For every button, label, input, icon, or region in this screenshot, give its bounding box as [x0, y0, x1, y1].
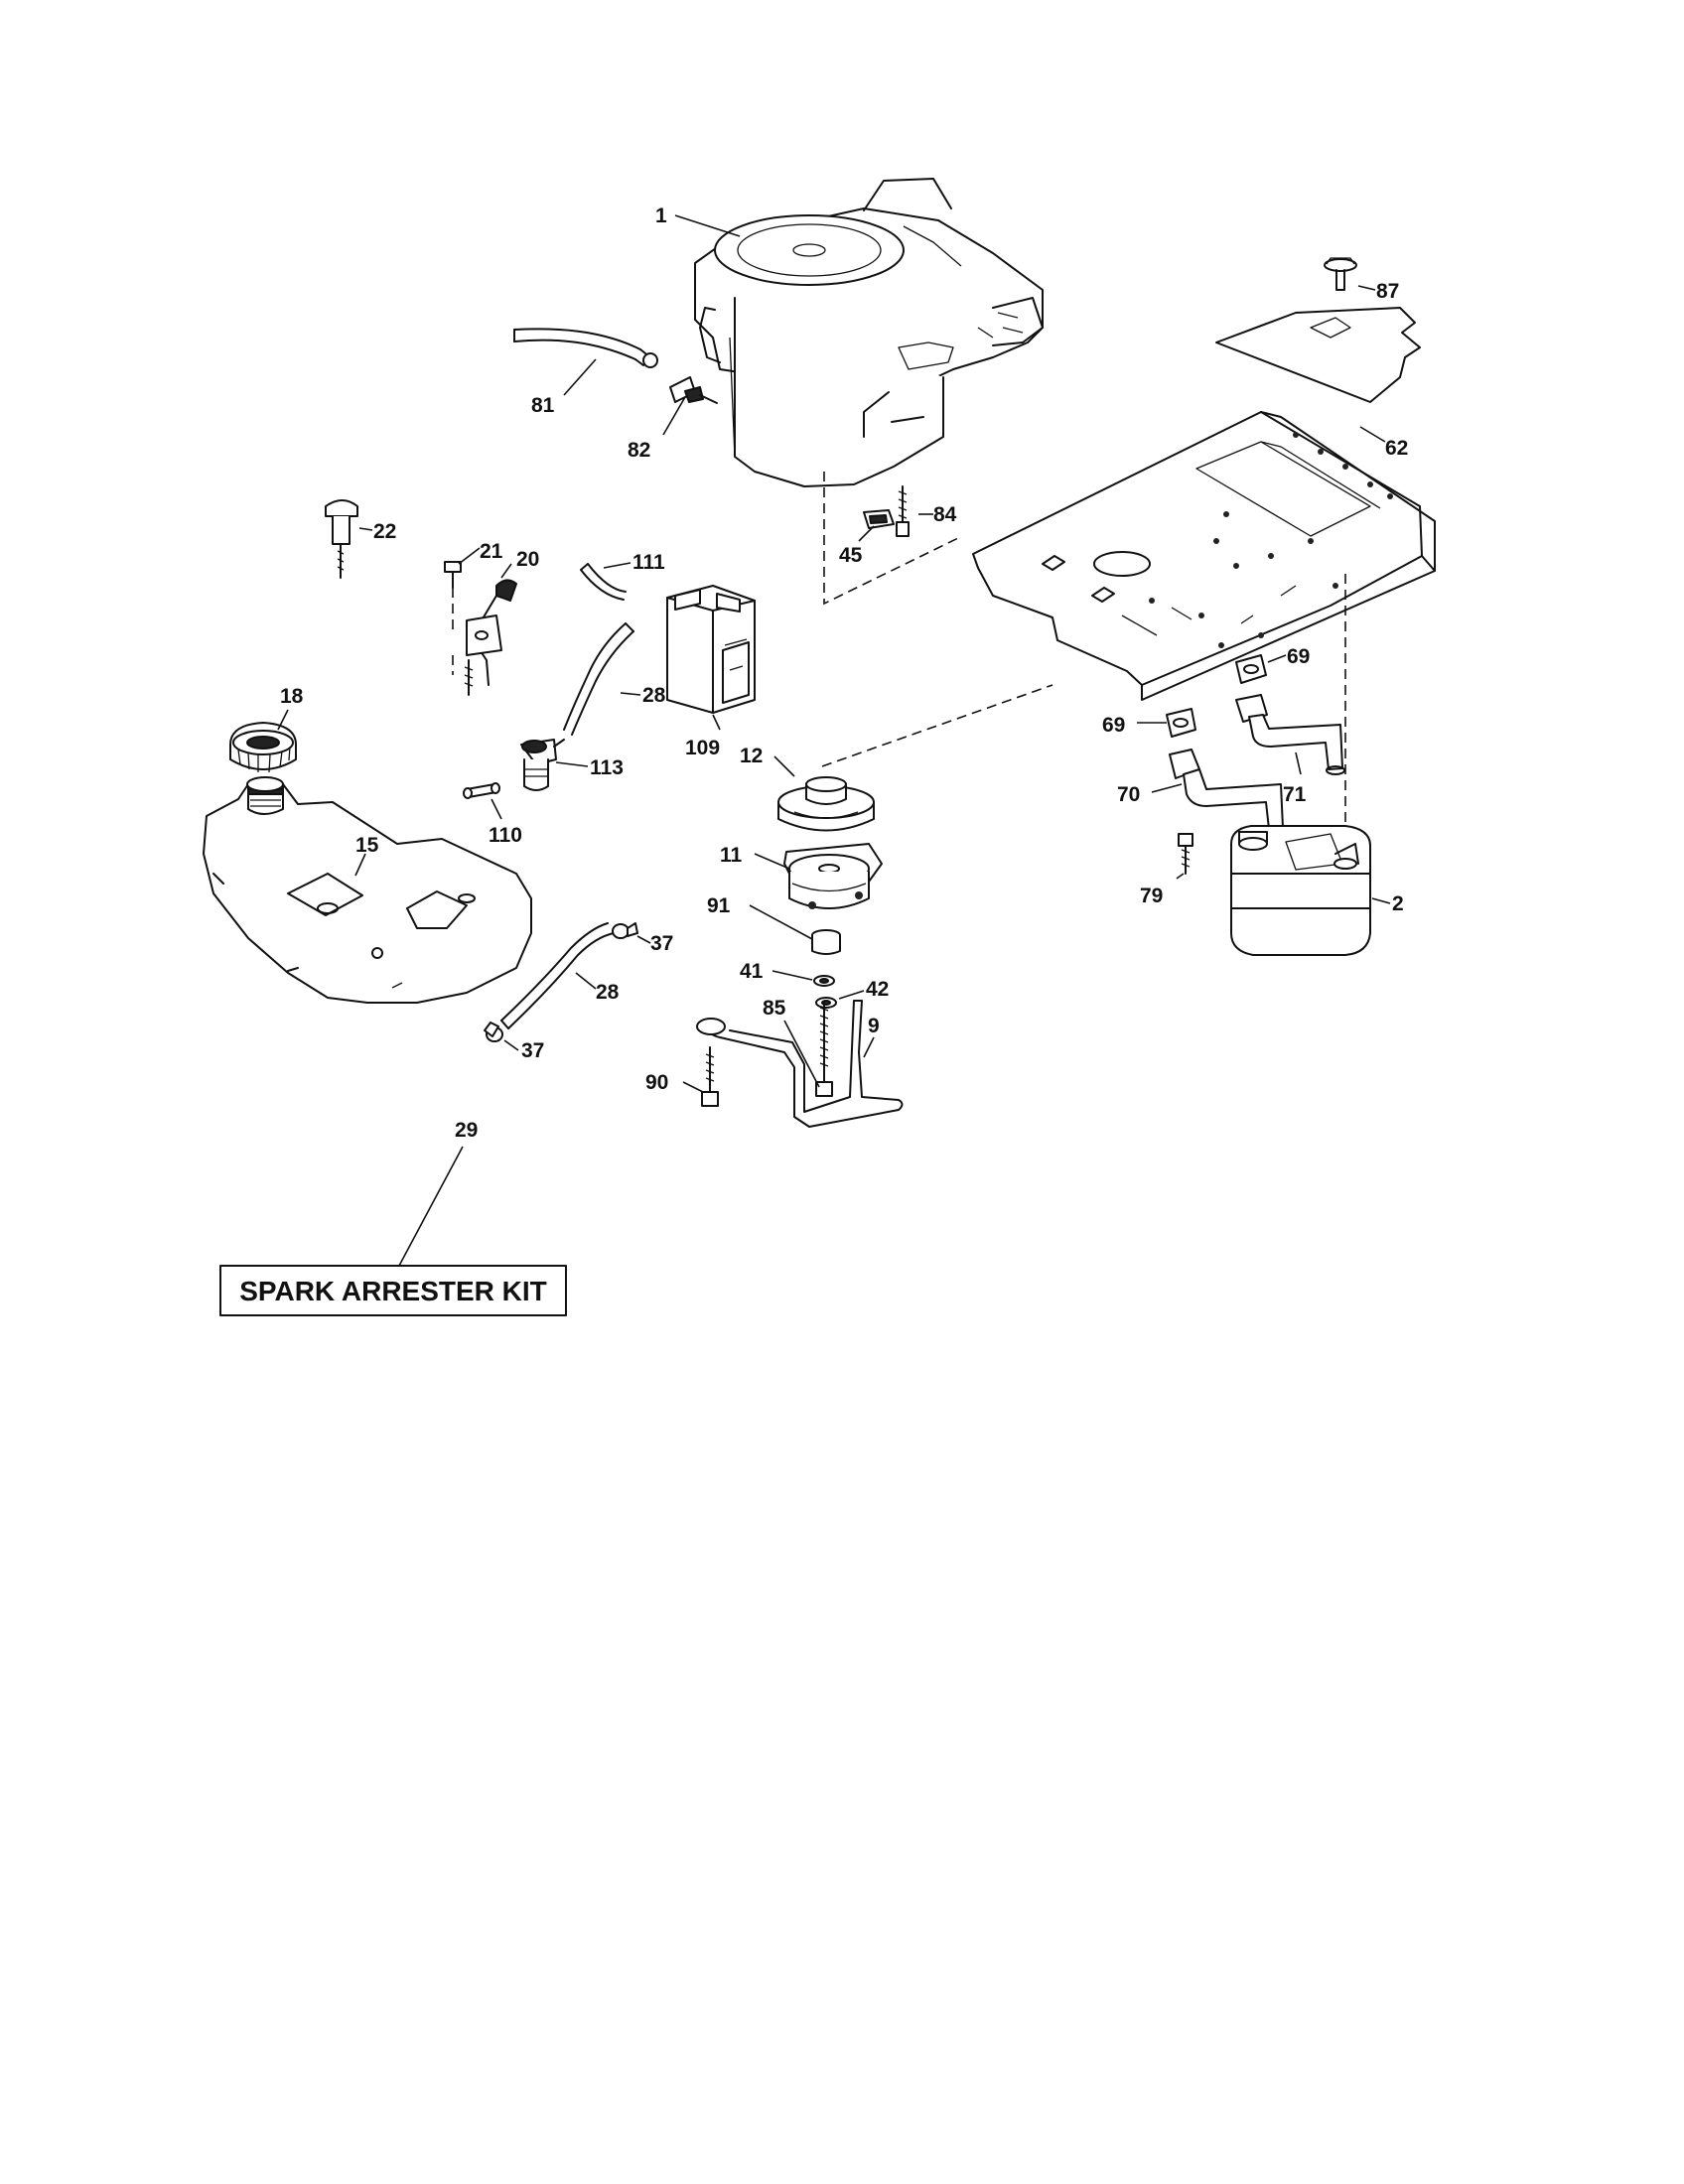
label-1: 1: [655, 205, 667, 227]
label-90: 90: [645, 1071, 668, 1094]
label-111: 111: [632, 551, 665, 574]
canister-109: [666, 585, 756, 714]
exhaust-pipe-71: [1235, 694, 1345, 775]
label-28b: 28: [596, 981, 620, 1004]
washer-41: [813, 975, 835, 987]
label-85: 85: [763, 997, 786, 1020]
spark-arrester-kit-box: [219, 1265, 567, 1316]
push-pin-22: [325, 499, 358, 579]
screw-21: [444, 561, 462, 589]
label-2: 2: [1392, 892, 1404, 915]
label-87: 87: [1376, 280, 1399, 303]
clamp-37-upper: [612, 922, 638, 939]
frame-plate: [972, 411, 1436, 701]
label-11: 11: [720, 844, 743, 867]
label-91: 91: [707, 894, 731, 917]
hose-111: [580, 563, 627, 601]
label-82: 82: [628, 439, 650, 462]
label-45: 45: [839, 544, 863, 567]
tee-110: [463, 782, 500, 799]
fuel-cap-18: [229, 722, 297, 773]
label-15: 15: [355, 834, 379, 857]
clutch-11: [783, 843, 883, 909]
label-37b: 37: [521, 1039, 544, 1062]
heat-shield-62: [1215, 307, 1421, 403]
gasket-69a: [1235, 654, 1267, 684]
label-22: 22: [373, 520, 396, 543]
label-79: 79: [1140, 885, 1163, 907]
pulley-12: [777, 776, 875, 832]
gasket-69b: [1166, 708, 1196, 738]
label-37a: 37: [650, 932, 673, 955]
label-29: 29: [455, 1119, 478, 1142]
bolt-79: [1178, 833, 1193, 875]
clutch-bracket-9: [696, 1000, 904, 1128]
label-42: 42: [866, 978, 889, 1001]
engine: [694, 178, 1044, 487]
label-9: 9: [868, 1015, 880, 1037]
label-41: 41: [740, 960, 764, 983]
exhaust-pipe-70: [1169, 749, 1286, 835]
label-70: 70: [1117, 783, 1140, 806]
bolt-84: [896, 485, 910, 537]
washer-42: [815, 997, 837, 1009]
elbow-fitting-113: [520, 739, 565, 791]
label-69b: 69: [1102, 714, 1125, 737]
label-110: 110: [489, 824, 522, 847]
label-28a: 28: [642, 684, 666, 707]
fuel-hose-28-lower: [500, 922, 615, 1029]
spark-arrester-kit-text: SPARK ARRESTER KIT: [239, 1276, 547, 1306]
bolt-90: [701, 1046, 719, 1107]
nut-45: [863, 509, 895, 529]
fuel-hose-81: [513, 328, 651, 366]
label-18: 18: [280, 685, 304, 708]
fitting-82: [642, 352, 718, 404]
label-109: 109: [685, 737, 720, 759]
label-84: 84: [933, 503, 957, 526]
label-113: 113: [590, 756, 624, 779]
bolt-87: [1324, 257, 1357, 291]
label-21: 21: [480, 540, 503, 563]
label-62: 62: [1385, 437, 1408, 460]
label-71: 71: [1283, 783, 1307, 806]
label-69a: 69: [1287, 645, 1310, 668]
fuel-tank-15: [203, 776, 532, 1004]
label-81: 81: [531, 394, 555, 417]
clamp-37-lower: [484, 1022, 503, 1042]
shutoff-bracket-20: [452, 579, 517, 696]
muffler-2: [1230, 825, 1371, 956]
label-12: 12: [740, 745, 763, 767]
fuel-hose-28-upper: [563, 622, 634, 736]
bolt-85: [815, 1002, 833, 1097]
spacer-91: [811, 929, 841, 955]
label-20: 20: [516, 548, 539, 571]
